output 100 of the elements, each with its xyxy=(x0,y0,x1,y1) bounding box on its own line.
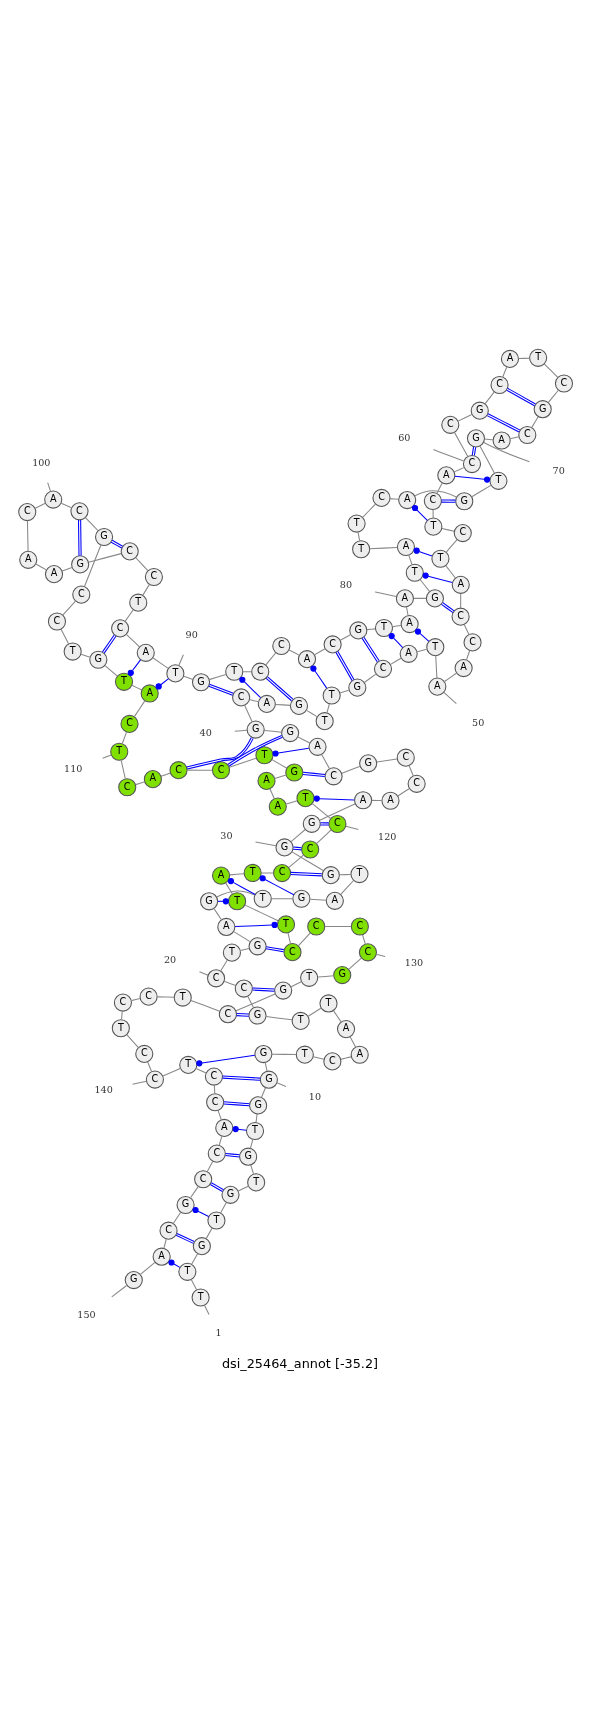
connector xyxy=(453,431,469,457)
connector xyxy=(297,736,311,744)
connector xyxy=(133,700,146,718)
connector xyxy=(465,650,471,661)
connector xyxy=(213,1084,216,1095)
connector xyxy=(457,413,473,422)
node-circle: G xyxy=(289,696,309,715)
connector xyxy=(249,1139,254,1149)
node-circle: C xyxy=(518,425,537,445)
node-circle: G xyxy=(192,1237,211,1256)
node-circle: C xyxy=(120,542,139,561)
node-circle: A xyxy=(257,771,276,790)
connector xyxy=(291,851,324,872)
node-circle: A xyxy=(500,349,520,368)
connector xyxy=(310,665,328,689)
connector xyxy=(135,557,149,572)
connector xyxy=(276,1082,287,1087)
connector xyxy=(183,675,194,680)
connector xyxy=(335,650,355,682)
connector xyxy=(309,898,327,901)
connector xyxy=(213,908,222,921)
node-circle: G xyxy=(349,621,368,640)
connector xyxy=(392,624,402,628)
node-text: 110 xyxy=(64,763,83,775)
connector xyxy=(121,1010,123,1021)
node-circle: C xyxy=(272,636,291,656)
node-circle: T xyxy=(347,514,366,533)
node-circle: T xyxy=(424,517,443,536)
connector xyxy=(168,1259,181,1268)
node-text: 50 xyxy=(472,716,485,728)
node-text: 90 xyxy=(185,628,198,640)
connector xyxy=(60,502,73,509)
connector xyxy=(111,1285,128,1298)
node-circle: G xyxy=(274,981,293,1000)
connector xyxy=(244,704,253,722)
connector xyxy=(101,634,117,654)
connector xyxy=(302,771,326,778)
connector xyxy=(440,602,455,614)
node-circle: A xyxy=(428,677,447,696)
connector xyxy=(234,921,278,928)
node-circle: C xyxy=(211,761,231,780)
connector xyxy=(319,822,330,826)
connector xyxy=(195,1067,207,1074)
connector xyxy=(88,553,122,563)
connector xyxy=(274,774,287,779)
connector xyxy=(80,653,91,658)
connector xyxy=(406,606,409,616)
node-circle: A xyxy=(325,891,344,910)
connector xyxy=(414,490,458,498)
connector xyxy=(126,634,141,648)
node-circle: G xyxy=(246,720,265,739)
node-circle: C xyxy=(207,969,226,988)
connector xyxy=(435,655,438,679)
node-text: 40 xyxy=(199,727,212,739)
node-circle: A xyxy=(350,1045,369,1064)
connector xyxy=(311,803,332,820)
connector xyxy=(260,872,274,874)
node-text: 100 xyxy=(32,456,51,468)
connector xyxy=(265,1016,293,1021)
node-circle: C xyxy=(453,524,472,543)
node-circle: G xyxy=(259,1070,278,1089)
connector xyxy=(216,890,256,898)
connector xyxy=(374,591,397,597)
connector xyxy=(155,678,170,690)
connector xyxy=(61,566,73,572)
connector xyxy=(239,676,262,699)
node-circle: T xyxy=(110,742,129,761)
connector xyxy=(271,1053,297,1056)
node-circle: C xyxy=(462,454,482,474)
connector xyxy=(531,416,539,428)
connector xyxy=(460,593,462,609)
connector xyxy=(142,584,150,596)
connector xyxy=(287,932,292,945)
connector xyxy=(191,1253,199,1265)
node-circle: T xyxy=(228,892,247,911)
node-circle: G xyxy=(359,754,378,773)
node-circle: C xyxy=(373,659,393,678)
node-circle: T xyxy=(166,664,185,683)
node-text: 140 xyxy=(94,1083,113,1095)
connector xyxy=(313,795,355,802)
node-circle: G xyxy=(302,814,321,833)
node-circle: C xyxy=(323,1052,342,1071)
node-circle: A xyxy=(308,737,327,756)
connector xyxy=(157,996,175,998)
node-text: 80 xyxy=(339,578,353,590)
node-text: 130 xyxy=(404,956,424,968)
node-circle: A xyxy=(399,644,418,663)
connector xyxy=(502,366,508,378)
node-circle: C xyxy=(218,1005,237,1024)
connector xyxy=(315,829,332,845)
connector xyxy=(345,825,359,831)
connector xyxy=(206,1160,214,1173)
connector xyxy=(432,449,465,462)
connector xyxy=(339,689,350,694)
connector xyxy=(413,547,433,557)
node-circle: A xyxy=(336,1020,356,1039)
node-circle: G xyxy=(455,492,474,511)
node-circle: T xyxy=(529,348,548,367)
connector xyxy=(255,1113,258,1123)
connector xyxy=(209,1182,225,1193)
